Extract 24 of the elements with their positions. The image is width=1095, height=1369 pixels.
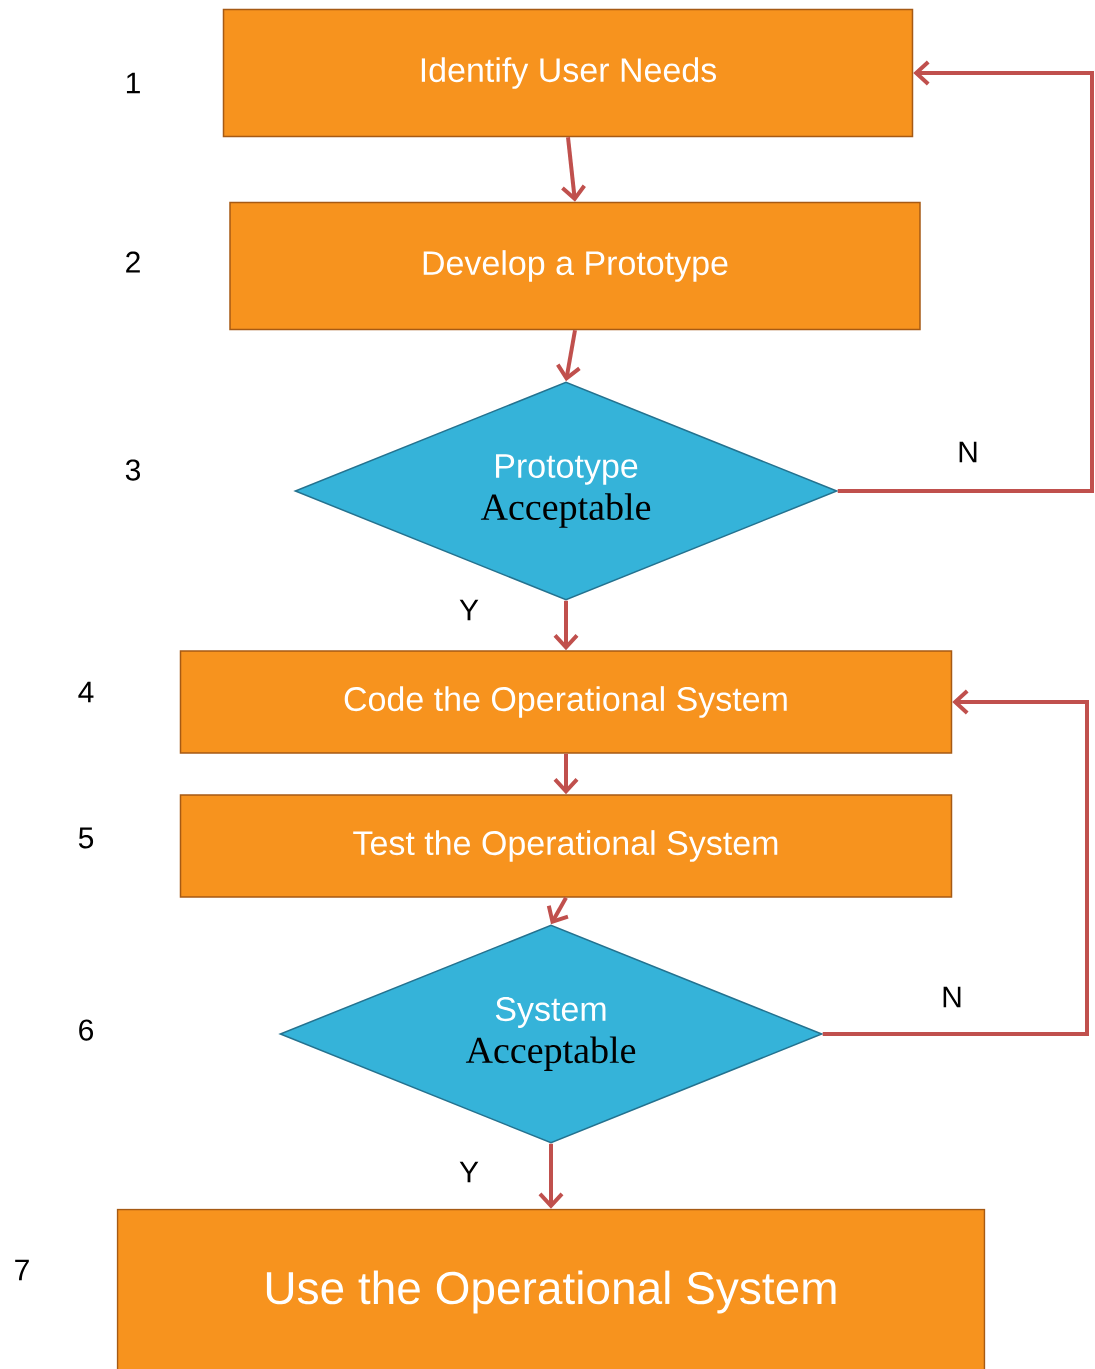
step-number: 5	[78, 827, 94, 849]
edge-label: N	[956, 440, 980, 464]
edge-label: Y	[458, 1160, 480, 1184]
edge-label: Y	[458, 598, 480, 622]
step-number: 7	[15, 1259, 29, 1281]
arrow	[546, 896, 569, 925]
process-box: Identify User Needs	[222, 8, 914, 138]
step-number: 1	[126, 72, 140, 94]
arrow	[553, 753, 579, 795]
arrow	[553, 600, 579, 651]
arrow	[822, 689, 1089, 1036]
process-box: Use the Operational System	[116, 1208, 986, 1369]
process-box: Develop a Prototype	[229, 201, 921, 331]
arrow	[561, 137, 586, 202]
process-box: Test the Operational System	[179, 794, 953, 898]
step-number: 4	[78, 681, 94, 703]
step-number: 2	[126, 251, 140, 273]
arrow	[556, 329, 581, 382]
step-number: 6	[79, 1019, 94, 1041]
edge-label: N	[940, 985, 964, 1009]
arrow	[837, 60, 1094, 493]
step-number: 3	[125, 459, 141, 481]
process-box: Code the Operational System	[179, 650, 953, 754]
arrow	[538, 1143, 564, 1209]
